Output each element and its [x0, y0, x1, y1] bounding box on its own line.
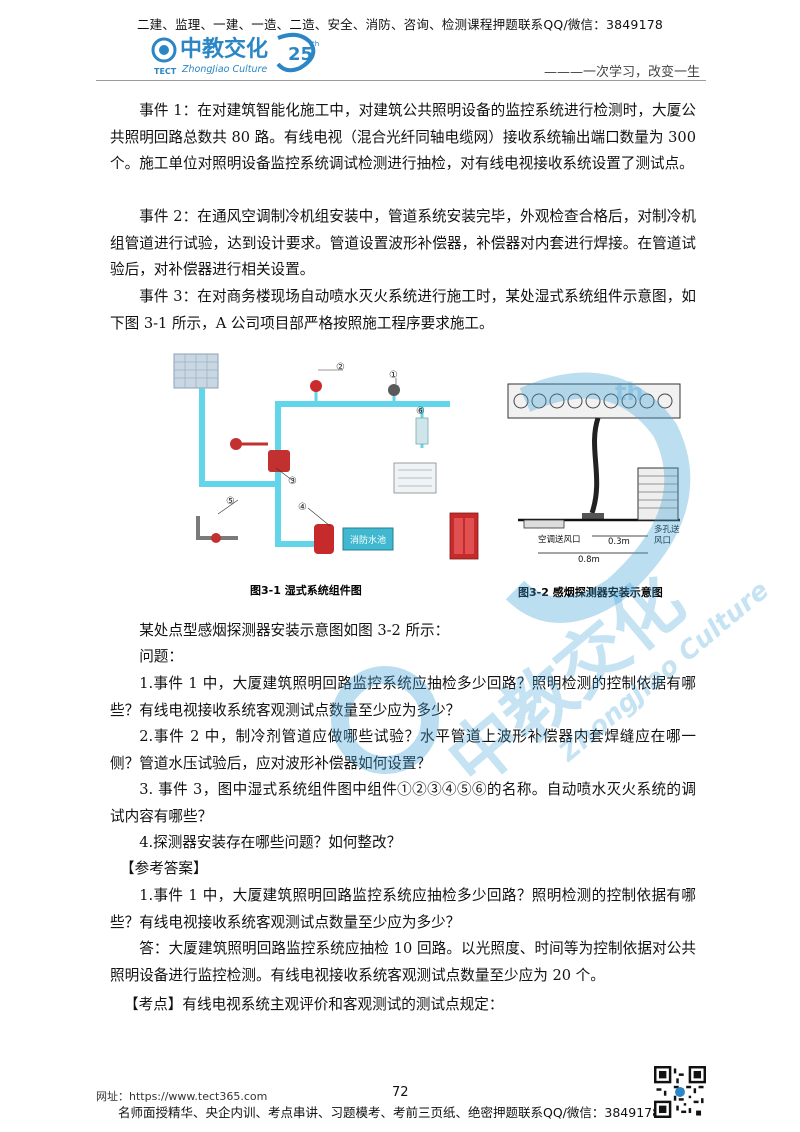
- header-slogan: ———一次学习，改变一生: [543, 65, 700, 80]
- figure-detector: 空调送风口 多孔送 风口 0.3m 0.8m: [507, 383, 681, 565]
- answer-1-question: 1.事件 1 中，大厦建筑照明回路监控系统应抽检多少回路？照明检测的控制依据有哪…: [110, 887, 696, 931]
- caption-fig-3-2: 图3-2 感烟探测器安装示意图: [518, 585, 663, 599]
- question-1: 1.事件 1 中，大厦建筑照明回路监控系统应抽检多少回路？照明检测的控制依据有哪…: [110, 675, 696, 719]
- question-3: 3. 事件 3，图中湿式系统组件图中组件①②③④⑤⑥的名称。自动喷水灭火系统的调…: [110, 781, 696, 825]
- logo-cn: 中教交化: [180, 36, 268, 62]
- event1-paragraph: 事件 1：在对建筑智能化施工中，对建筑公共照明设备的监控系统进行检测时，大厦公共…: [110, 102, 696, 172]
- brand-logo: TECT 中教交化 ZhongJiao Culture 25 th: [151, 32, 319, 76]
- tank-label: 消防水池: [350, 534, 386, 546]
- label-6: ⑥: [416, 406, 425, 417]
- answer-1: 答：大厦建筑照明回路监控系统应抽检 10 回路。以光照度、时间等为控制依据对公共…: [110, 940, 696, 984]
- svg-text:25: 25: [288, 44, 313, 65]
- label-1: ①: [389, 370, 398, 381]
- label-4: ④: [298, 502, 307, 513]
- label-2: ②: [336, 362, 345, 373]
- event3-paragraph: 事件 3：在对商务楼现场自动喷水灭火系统进行施工时，某处湿式系统组件示意图，如下…: [110, 288, 696, 332]
- page-number: 72: [392, 1085, 409, 1100]
- figure-intro: 某处点型感烟探测器安装示意图如图 3-2 所示：: [139, 622, 450, 639]
- qr-code-icon: [654, 1066, 706, 1118]
- header-top-text: 二建、监理、一建、一造、二造、安全、消防、咨询、检测课程押题联系QQ/微信：38…: [136, 17, 664, 32]
- detector-label-right-2: 风口: [654, 536, 671, 546]
- logo-en: ZhongJiao Culture: [181, 64, 267, 75]
- figure-wet-system: 消防水池 ① ② ③ ④ ⑤ ⑥: [173, 353, 479, 560]
- detector-label-left: 空调送风口: [538, 534, 581, 545]
- detector-label-right-1: 多孔送: [654, 524, 680, 535]
- dim-0-8m: 0.8m: [578, 555, 600, 565]
- logo-th: th: [312, 40, 319, 48]
- figure-wet-system-and-detector: 消防水池 ① ② ③ ④ ⑤ ⑥ 图3-1 湿式系统组件图 空调送风口 多孔送 …: [173, 353, 681, 599]
- dim-0-3m: 0.3m: [608, 537, 630, 547]
- question-2: 2.事件 2 中，制冷剂管道应做哪些试验？水平管道上波形补偿器内套焊缝应在哪一侧…: [110, 728, 696, 772]
- question-4: 4.探测器安装存在哪些问题？如何整改？: [139, 834, 402, 851]
- header-divider: [96, 80, 706, 81]
- caption-fig-3-1: 图3-1 湿式系统组件图: [250, 583, 362, 597]
- label-3: ③: [288, 476, 297, 487]
- answer-title: 【参考答案】: [120, 860, 208, 877]
- footer-url[interactable]: 网址：https://www.tect365.com: [96, 1090, 268, 1103]
- questions-title: 问题：: [139, 648, 183, 665]
- logo-tect: TECT: [154, 67, 177, 76]
- footer-promo: 名师面授精华、央企内训、考点串讲、习题模考、考前三页纸、绝密押题联系QQ/微信：…: [118, 1105, 661, 1120]
- kaodian-heading: 【考点】有线电视系统主观评价和客观测试的测试点规定：: [124, 996, 504, 1013]
- label-5: ⑤: [226, 496, 235, 507]
- event2-paragraph: 事件 2：在通风空调制冷机组安装中，管道系统安装完毕，外观检查合格后，对制冷机组…: [110, 208, 696, 278]
